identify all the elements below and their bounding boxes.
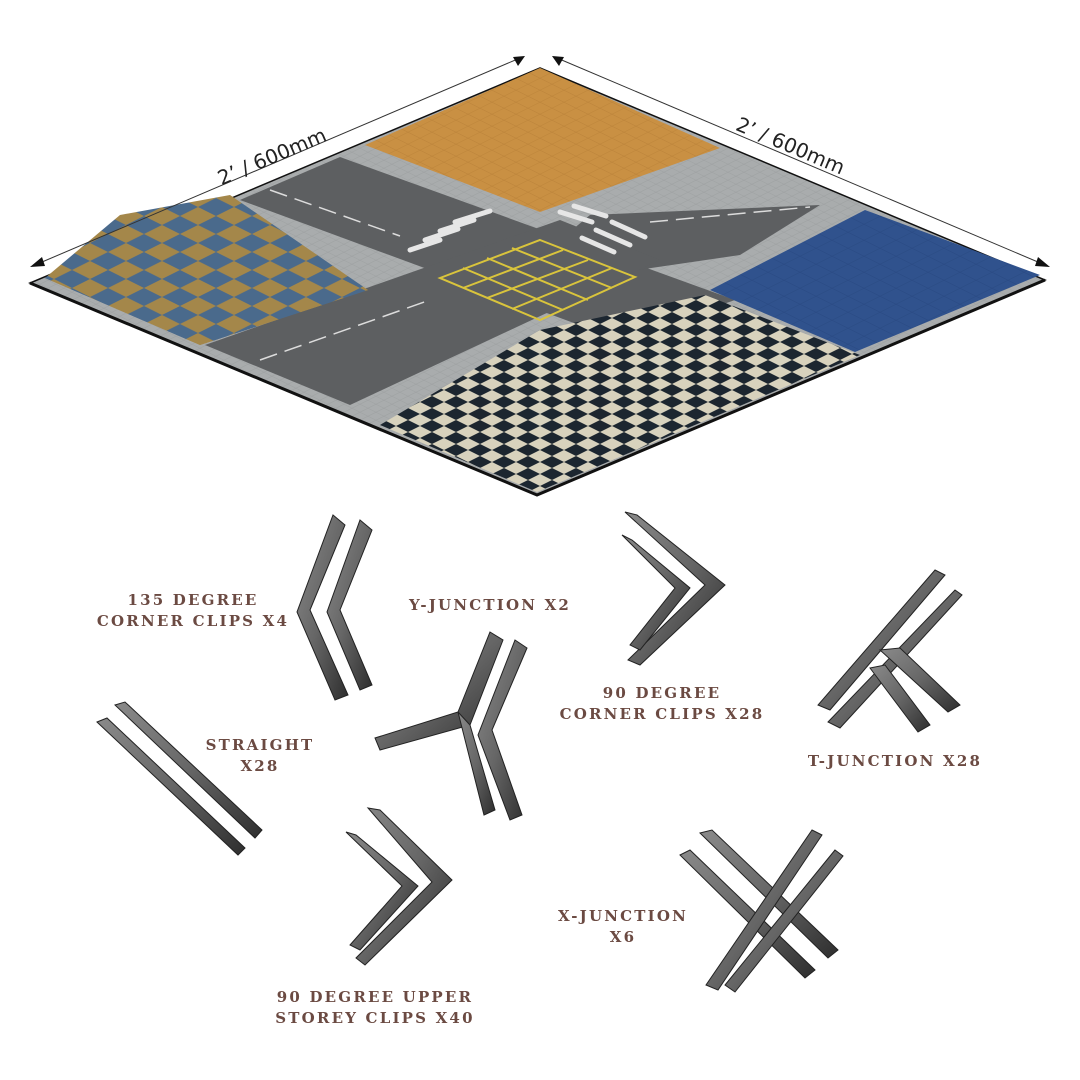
game-mat xyxy=(28,67,1047,497)
clip-t-junction xyxy=(817,569,963,733)
blue-tile-floor xyxy=(710,210,1040,352)
label-straight: STRAIGHT X28 xyxy=(205,736,315,775)
zebra-crossings xyxy=(407,203,648,255)
box-junction xyxy=(437,238,638,322)
clip-upper-storey-90 xyxy=(345,807,453,966)
clip-y-junction xyxy=(374,631,528,821)
label-90-degree-corner-clips: 90 DEGREE CORNER CLIPS X28 xyxy=(559,684,765,723)
road-b xyxy=(205,220,660,405)
clip-straight xyxy=(96,701,263,856)
orange-tile-floor xyxy=(365,68,720,212)
label-upper-storey-clips: 90 DEGREE UPPER STOREY CLIPS X40 xyxy=(275,988,475,1027)
dimension-arrows xyxy=(30,56,1050,267)
clip-135-degree-corner xyxy=(296,514,373,701)
label-x-junction: X-JUNCTION X6 xyxy=(557,907,689,946)
clip-90-degree-corner xyxy=(621,511,726,666)
label-t-junction: T-JUNCTION X28 xyxy=(807,752,983,770)
clip-x-junction xyxy=(679,829,844,993)
label-135-degree-corner-clips: 135 DEGREE CORNER CLIPS X4 xyxy=(96,591,290,630)
label-y-junction: Y-JUNCTION X2 xyxy=(408,596,572,614)
black-white-checker-floor xyxy=(380,295,860,492)
